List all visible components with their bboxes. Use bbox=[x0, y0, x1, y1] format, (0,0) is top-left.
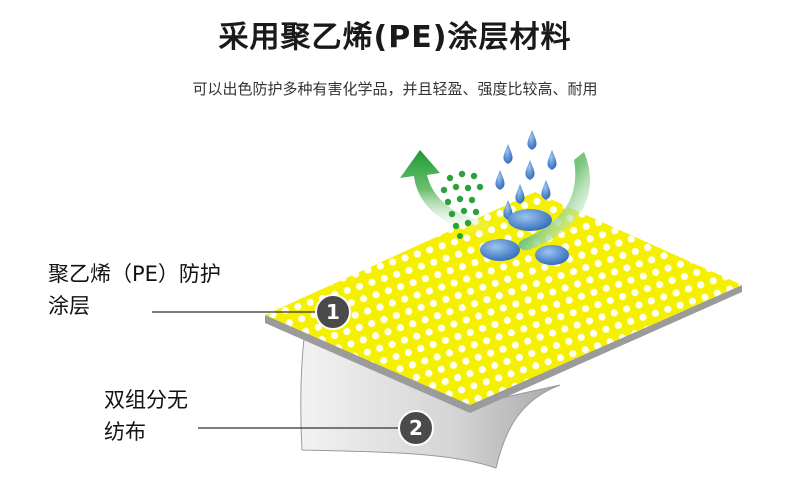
layer-1-label: 聚乙烯（PE）防护 涂层 bbox=[48, 258, 221, 322]
layer-1-label-line-1: 聚乙烯（PE）防护 bbox=[48, 258, 221, 290]
layer-2-label-line-2: 纺布 bbox=[104, 416, 188, 448]
breathable-arrow-icon bbox=[400, 150, 488, 238]
layer-2-label: 双组分无 纺布 bbox=[104, 384, 188, 448]
layer-2-badge: 2 bbox=[399, 411, 433, 445]
layer-2-number: 2 bbox=[409, 416, 423, 440]
layer-1-number: 1 bbox=[326, 300, 340, 324]
layer-1-badge: 1 bbox=[316, 295, 350, 329]
layer-1-label-line-2: 涂层 bbox=[48, 290, 221, 322]
layer-2-label-line-1: 双组分无 bbox=[104, 384, 188, 416]
